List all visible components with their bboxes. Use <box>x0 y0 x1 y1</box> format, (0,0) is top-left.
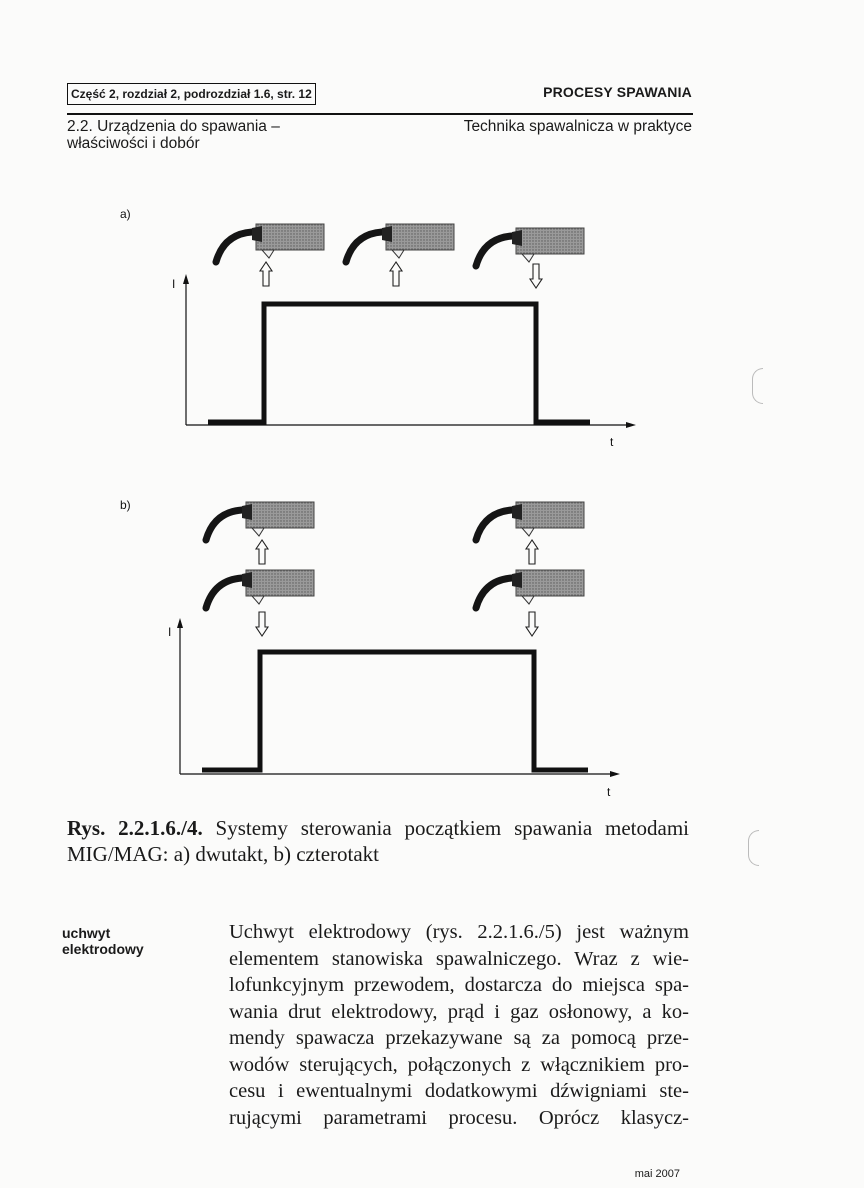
body-line: wodów sterujących, połączonych z włączni… <box>229 1053 689 1076</box>
x-axis-label-a: t <box>610 435 614 449</box>
figure-number: Rys. 2.2.1.6./4. <box>67 816 203 840</box>
scan-edge-mark <box>752 368 763 404</box>
body-line: wania drut elektrodowy, prąd i gaz osłon… <box>229 1000 689 1023</box>
figure-caption-text: Systemy sterowania początkiem spawania m… <box>67 816 689 866</box>
arrow-down-icon <box>529 263 543 289</box>
body-line: Uchwyt elektrodowy (rys. 2.2.1.6./5) jes… <box>229 921 689 943</box>
footer-date: mai 2007 <box>634 1168 680 1180</box>
current-pulse-a <box>208 301 590 425</box>
x-axis-label-b: t <box>607 785 611 799</box>
header-rule <box>67 113 693 115</box>
torch-icon <box>476 228 584 266</box>
arrow-down-icon <box>255 611 269 637</box>
y-axis-arrow-b <box>177 618 183 628</box>
arrow-up-icon <box>255 539 269 565</box>
torch-icon <box>476 570 584 608</box>
y-axis-label-a: I <box>172 277 175 291</box>
torch-icon <box>206 502 314 540</box>
body-line: rującymi parametrami procesu. Oprócz kla… <box>229 1106 689 1129</box>
panel-b-label: b) <box>120 498 131 512</box>
section-reference: Część 2, rozdział 2, podrozdział 1.6, st… <box>71 87 312 101</box>
current-pulse-b <box>202 649 588 773</box>
subsection-title: 2.2. Urządzenia do spawania – właściwośc… <box>67 118 280 152</box>
body-line: lofunkcyjnym przewodem, dostarcza do mie… <box>229 974 689 996</box>
body-line: mendy spawacza przekazywane są za pomocą… <box>229 1027 689 1049</box>
subsection-title-line-1: 2.2. Urządzenia do spawania – <box>67 118 280 135</box>
y-axis-arrow-a <box>183 274 189 284</box>
x-axis-arrow-a <box>626 422 636 428</box>
margin-note-line-2: elektrodowy <box>62 941 144 957</box>
arrow-down-icon <box>525 611 539 637</box>
section-reference-box: Część 2, rozdział 2, podrozdział 1.6, st… <box>67 83 316 105</box>
welding-control-diagram: a) I t b) I t <box>120 207 636 799</box>
margin-note: uchwyt elektrodowy <box>62 925 182 957</box>
body-line: elementem stanowiska spawalniczego. Wraz… <box>229 947 689 970</box>
margin-note-line-1: uchwyt <box>62 925 111 941</box>
book-title: Technika spawalnicza w praktyce <box>463 118 692 135</box>
y-axis-label-b: I <box>168 625 171 639</box>
torch-icon <box>346 224 454 262</box>
chapter-title: PROCESY SPAWANIA <box>543 84 692 100</box>
x-axis-arrow-b <box>610 771 620 777</box>
torch-icon <box>216 224 324 262</box>
torch-icon <box>206 570 314 608</box>
arrow-up-icon <box>259 261 273 287</box>
arrow-up-icon <box>525 539 539 565</box>
body-line: cesu i ewentualnymi dodatkowymi dźwignia… <box>229 1080 689 1102</box>
subsection-title-line-2: właściwości i dobór <box>67 135 200 152</box>
panel-a-label: a) <box>120 207 131 221</box>
scan-edge-mark <box>748 830 759 866</box>
torch-icon <box>476 502 584 540</box>
figure-caption: Rys. 2.2.1.6./4. Systemy sterowania pocz… <box>67 815 689 867</box>
arrow-up-icon <box>389 261 403 287</box>
body-paragraph: Uchwyt elektrodowy (rys. 2.2.1.6./5) jes… <box>229 919 689 1131</box>
